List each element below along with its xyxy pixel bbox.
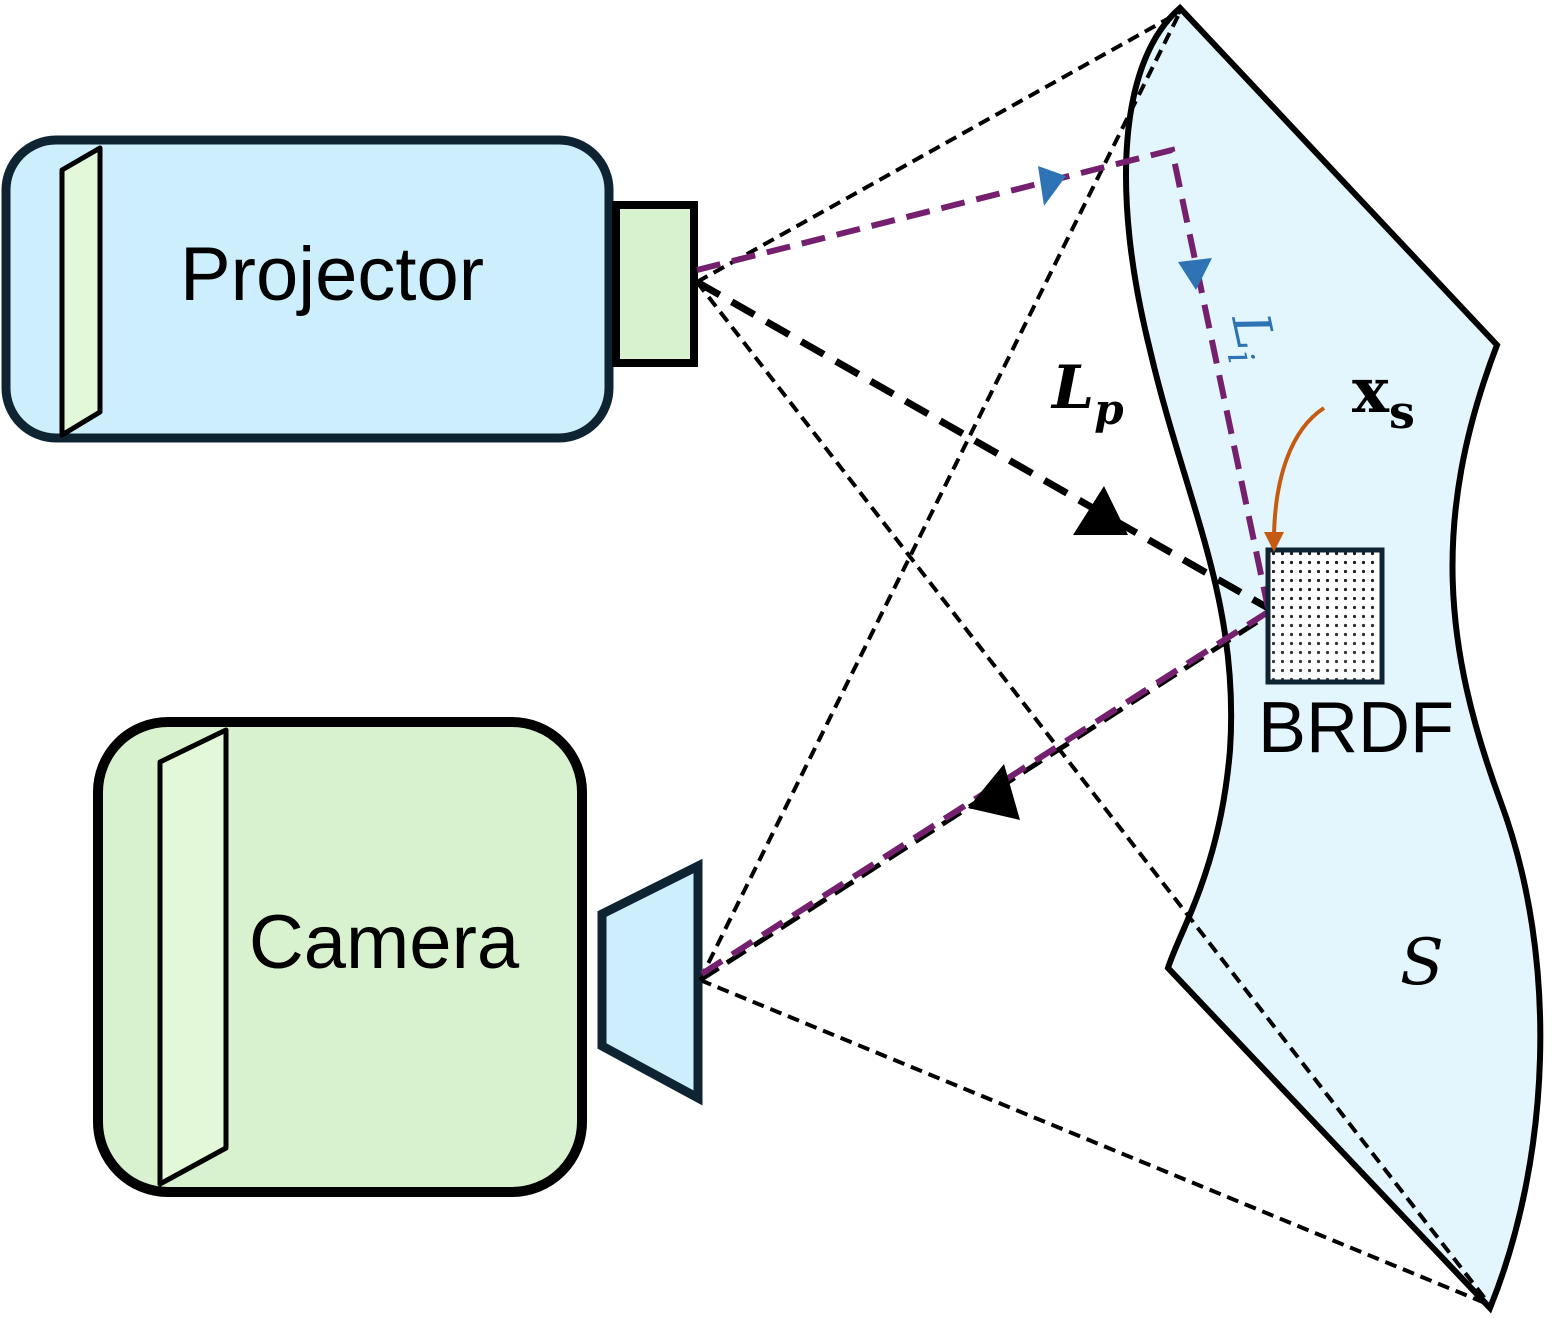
brdf-square-shade (1270, 552, 1380, 680)
camera: Camera (93, 717, 703, 1197)
direct-path-arrow-icon (1073, 486, 1128, 535)
indirect-arrow-icon-1 (1038, 166, 1066, 206)
camera-frustum-top (698, 11, 1182, 981)
indirect-arrow-icon-2 (1178, 258, 1212, 290)
projector: Projector (1, 135, 698, 443)
frustum-lines (695, 10, 1492, 1307)
xs-sub: s (1389, 385, 1415, 439)
reflected-arrow-icon (968, 764, 1020, 820)
direct-light-path (695, 278, 1270, 612)
lp-label: Lp (1050, 353, 1124, 434)
xs-label: xs (1352, 354, 1415, 439)
xs-pointer-arrow (1272, 406, 1326, 537)
projector-body (1, 135, 614, 443)
projector-panel (59, 145, 103, 438)
xs-pointer-arrow-icon (1264, 532, 1284, 552)
surface-label: S (1400, 926, 1444, 1000)
brdf-patch: BRDF (1258, 547, 1454, 768)
camera-frustum-bottom (699, 978, 1491, 1307)
camera-label: Camera (249, 900, 520, 985)
projector-lens (612, 201, 698, 367)
indirect-path-segment (696, 146, 1271, 609)
camera-panel (157, 727, 229, 1187)
brdf-label: BRDF (1258, 688, 1454, 768)
projector-label: Projector (180, 232, 484, 317)
camera-lens (597, 858, 703, 1106)
lp-sub: p (1094, 385, 1123, 434)
projector-frustum-bottom (695, 280, 1492, 1307)
xs-main: x (1352, 354, 1390, 427)
lp-main: L (1050, 353, 1094, 423)
projector-frustum-top (696, 10, 1181, 284)
